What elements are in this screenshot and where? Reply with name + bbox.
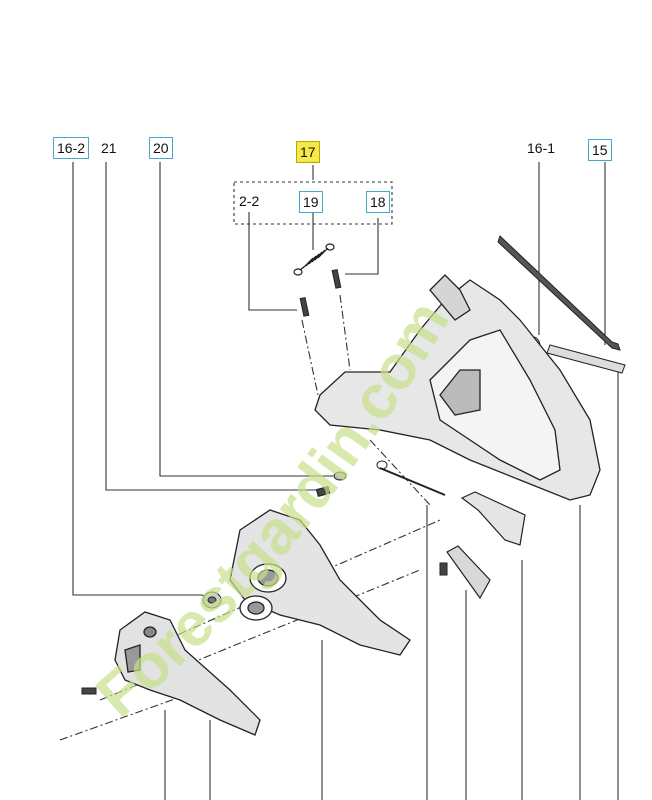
leader-20: [159, 162, 333, 477]
screw-parts: [81, 268, 448, 695]
callout-20: 20: [149, 137, 173, 159]
callout-16-1: 16-1: [527, 140, 556, 156]
lever-part: [446, 491, 526, 600]
callout-19: 19: [299, 191, 323, 213]
leader-2-2: [248, 212, 297, 311]
callout-15: 15: [588, 139, 612, 161]
handle-body-upper: [314, 274, 601, 501]
callout-21: 21: [101, 140, 117, 156]
spring-part: [293, 243, 335, 276]
leader-21: [105, 162, 320, 491]
group-box: [233, 181, 393, 225]
callout-18: 18: [366, 191, 390, 213]
callout-2-2: 2-2: [239, 193, 260, 209]
rod-part: [497, 235, 626, 374]
handle-body-lower: [229, 509, 411, 656]
bushing-lower: [202, 591, 222, 609]
leader-18: [345, 218, 379, 275]
leader-16-2: [72, 162, 215, 601]
callout-17: 17: [296, 141, 320, 163]
callout-16-2: 16-2: [53, 137, 90, 159]
handle-grip-left: [114, 611, 261, 736]
